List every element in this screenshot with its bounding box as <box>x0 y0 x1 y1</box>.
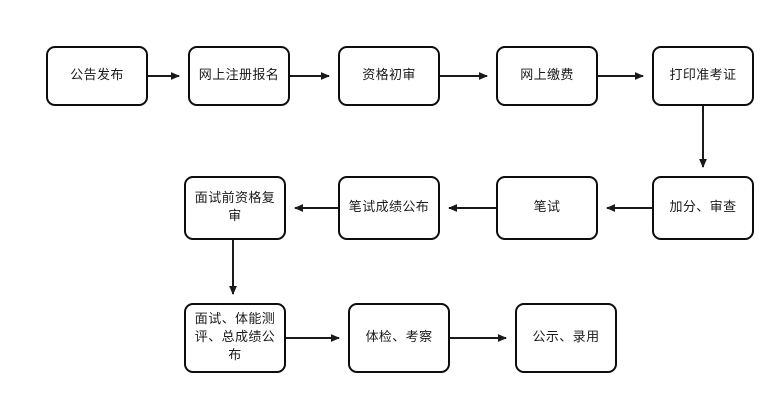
flow-node-label: 网上注册报名 <box>198 68 280 84</box>
flow-node-label: 网上缴费 <box>520 68 574 84</box>
flow-node-label: 资格初审 <box>362 68 416 84</box>
flow-node-label: 面试、体能测评、总成绩公布 <box>194 312 276 363</box>
flow-node-n2[interactable]: 网上注册报名 <box>188 46 290 106</box>
flow-node-label: 面试前资格复审 <box>194 191 276 224</box>
flow-node-n11[interactable]: 体检、考察 <box>348 303 450 373</box>
flow-node-label: 打印准考证 <box>669 68 737 84</box>
flow-node-label: 体检、考察 <box>365 330 433 346</box>
flow-node-label: 笔试 <box>533 200 561 216</box>
flow-node-n7[interactable]: 笔试 <box>496 176 598 240</box>
flow-node-n8[interactable]: 笔试成绩公布 <box>338 176 440 240</box>
flow-node-label: 笔试成绩公布 <box>348 200 430 216</box>
flow-node-label: 公告发布 <box>70 68 124 84</box>
flow-node-n6[interactable]: 加分、审查 <box>652 176 754 240</box>
flow-node-label: 公示、录用 <box>532 330 600 346</box>
flow-node-n5[interactable]: 打印准考证 <box>652 46 754 106</box>
flow-node-n3[interactable]: 资格初审 <box>338 46 440 106</box>
flow-node-n10[interactable]: 面试、体能测评、总成绩公布 <box>184 303 286 373</box>
flow-node-n1[interactable]: 公告发布 <box>46 46 148 106</box>
flow-node-n4[interactable]: 网上缴费 <box>496 46 598 106</box>
flow-node-n12[interactable]: 公示、录用 <box>515 303 617 373</box>
flow-node-label: 加分、审查 <box>669 200 737 216</box>
flow-node-n9[interactable]: 面试前资格复审 <box>184 176 286 240</box>
